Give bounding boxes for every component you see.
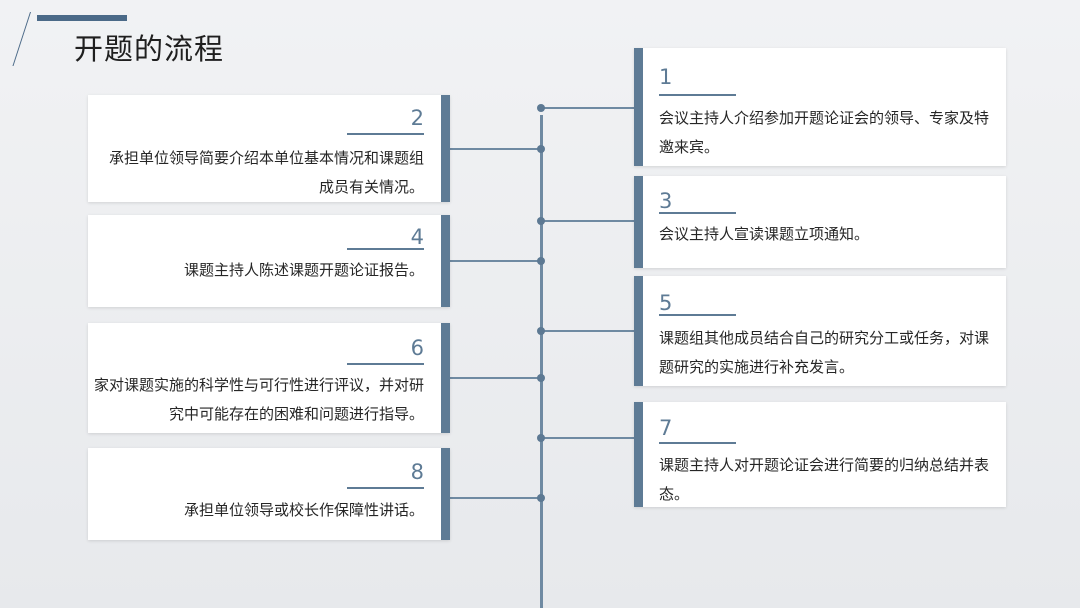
step-number: 8 bbox=[410, 460, 424, 484]
step-card-4: 4 课题主持人陈述课题开题论证报告。 bbox=[88, 215, 450, 307]
step-description: 课题组其他成员结合自己的研究分工或任务，对课题研究的实施进行补充发言。 bbox=[659, 329, 990, 376]
connector-dot-step-8 bbox=[537, 494, 545, 502]
step-number-underline bbox=[659, 314, 736, 316]
card-accent-stripe bbox=[634, 276, 643, 386]
card-accent-stripe bbox=[634, 176, 643, 268]
connector-dot-step-5 bbox=[537, 327, 545, 335]
step-number-underline bbox=[347, 363, 424, 365]
step-number: 7 bbox=[659, 416, 673, 440]
step-number-underline bbox=[659, 212, 736, 214]
connector-dot-step-2 bbox=[537, 145, 545, 153]
step-card-6: 6 家对课题实施的科学性与可行性进行评议，并对研究中可能存在的困难和问题进行指导… bbox=[88, 323, 450, 433]
step-description: 承担单位领导或校长作保障性讲话。 bbox=[183, 501, 424, 519]
card-accent-stripe bbox=[441, 323, 450, 433]
connector-step-1 bbox=[541, 107, 635, 109]
step-number-underline bbox=[659, 94, 736, 96]
step-card-5: 5 课题组其他成员结合自己的研究分工或任务，对课题研究的实施进行补充发言。 bbox=[634, 276, 1006, 386]
step-card-8: 8 承担单位领导或校长作保障性讲话。 bbox=[88, 448, 450, 540]
card-accent-stripe bbox=[634, 48, 643, 166]
connector-step-7 bbox=[541, 437, 635, 439]
step-description: 会议主持人宣读课题立项通知。 bbox=[659, 225, 870, 243]
step-card-7: 7 课题主持人对开题论证会进行简要的归纳总结并表态。 bbox=[634, 402, 1006, 507]
connector-dot-step-3 bbox=[537, 217, 545, 225]
page-title: 开题的流程 bbox=[74, 32, 225, 66]
step-card-1: 1 会议主持人介绍参加开题论证会的领导、专家及特邀来宾。 bbox=[634, 48, 1006, 166]
step-card-3: 3 会议主持人宣读课题立项通知。 bbox=[634, 176, 1006, 268]
step-number: 4 bbox=[410, 225, 424, 249]
connector-dot-step-7 bbox=[537, 434, 545, 442]
step-number: 3 bbox=[659, 189, 673, 213]
connector-dot-step-1 bbox=[537, 104, 545, 112]
connector-step-4 bbox=[450, 260, 542, 262]
connector-step-3 bbox=[541, 220, 635, 222]
connector-step-5 bbox=[541, 330, 635, 332]
connector-step-2 bbox=[450, 148, 542, 150]
step-number-underline bbox=[659, 442, 736, 444]
connector-step-6 bbox=[450, 377, 542, 379]
card-accent-stripe bbox=[634, 402, 643, 507]
step-description: 课题主持人陈述课题开题论证报告。 bbox=[183, 261, 424, 279]
connector-dot-step-6 bbox=[537, 374, 545, 382]
step-number-underline bbox=[347, 248, 424, 250]
step-description: 承担单位领导简要介绍本单位基本情况和课题组成员有关情况。 bbox=[108, 149, 424, 196]
step-number: 6 bbox=[410, 336, 424, 360]
step-number: 2 bbox=[410, 106, 424, 130]
step-description: 课题主持人对开题论证会进行简要的归纳总结并表态。 bbox=[659, 456, 990, 503]
step-number-underline bbox=[347, 487, 424, 489]
title-decoration-bar bbox=[37, 15, 127, 21]
step-card-2: 2 承担单位领导简要介绍本单位基本情况和课题组成员有关情况。 bbox=[88, 95, 450, 202]
card-accent-stripe bbox=[441, 448, 450, 540]
connector-dot-step-4 bbox=[537, 257, 545, 265]
step-number: 1 bbox=[659, 65, 673, 89]
step-description: 会议主持人介绍参加开题论证会的领导、专家及特邀来宾。 bbox=[659, 109, 990, 156]
step-number-underline bbox=[347, 133, 424, 135]
step-number: 5 bbox=[659, 291, 673, 315]
connector-step-8 bbox=[450, 497, 542, 499]
card-accent-stripe bbox=[441, 95, 450, 202]
timeline-spine bbox=[540, 115, 543, 608]
step-description: 家对课题实施的科学性与可行性进行评议，并对研究中可能存在的困难和问题进行指导。 bbox=[93, 376, 424, 423]
card-accent-stripe bbox=[441, 215, 450, 307]
